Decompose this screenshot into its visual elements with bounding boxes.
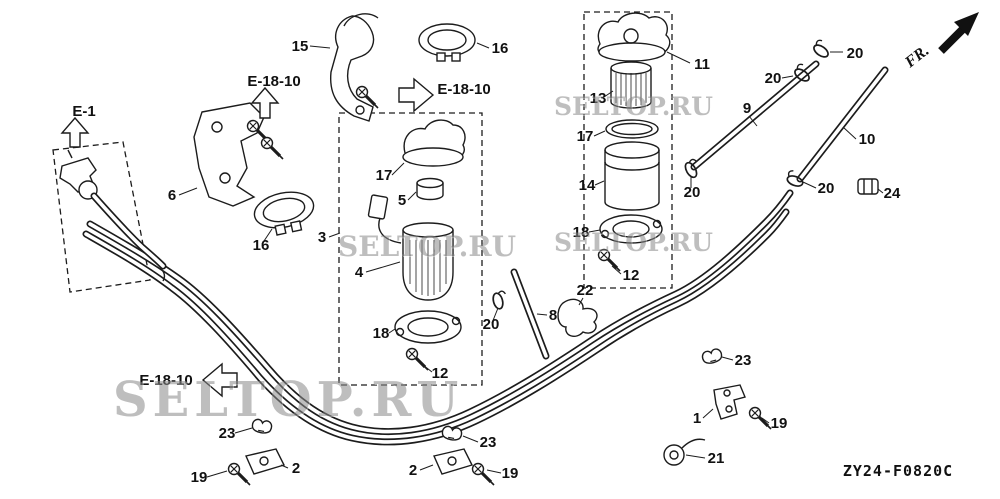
screw-19-a xyxy=(747,405,773,431)
part-gasket-18-a xyxy=(394,310,462,344)
screw-19-c xyxy=(470,461,496,487)
leader-lines xyxy=(178,42,884,478)
fuel-hose-10 xyxy=(796,66,889,183)
callout-10: 10 xyxy=(859,131,876,148)
part-bracket-15 xyxy=(329,13,379,122)
callout-11: 11 xyxy=(694,56,710,73)
part-bracket-2-b xyxy=(433,448,473,475)
callout-18-b: 18 xyxy=(573,224,590,241)
clip-23-b xyxy=(250,417,274,436)
callout-22: 22 xyxy=(577,282,594,299)
callout-23-a: 23 xyxy=(735,352,752,369)
arrow-left-e18-icon xyxy=(201,362,238,398)
callout-14: 14 xyxy=(579,177,596,194)
arrow-right-e18-icon xyxy=(398,77,435,113)
callout-23-c: 23 xyxy=(480,434,497,451)
callout-19-c: 19 xyxy=(502,465,519,482)
part-clip-24 xyxy=(857,178,879,195)
fuel-hose-9 xyxy=(690,60,820,171)
callout-8: 8 xyxy=(549,307,557,324)
callout-1: 1 xyxy=(693,410,701,427)
part-gasket-18-b xyxy=(599,214,663,244)
callout-20-e: 20 xyxy=(483,316,500,333)
part-bracket-2-a xyxy=(245,448,285,475)
callout-23-b: 23 xyxy=(219,425,236,442)
ref-label-e1: E-1 xyxy=(72,103,95,120)
part-clamp-16-b xyxy=(253,191,315,236)
callout-13: 13 xyxy=(590,90,607,107)
part-clamp-16-top xyxy=(418,23,476,62)
callout-3: 3 xyxy=(318,229,326,246)
callout-5: 5 xyxy=(398,192,406,209)
callout-19-a: 19 xyxy=(771,415,788,432)
part-fuel-joint-e1 xyxy=(59,149,167,282)
callout-20-a: 20 xyxy=(847,45,864,62)
callout-4: 4 xyxy=(355,264,364,281)
callout-16-b: 16 xyxy=(253,237,270,254)
callout-9: 9 xyxy=(743,100,751,117)
callout-19-b: 19 xyxy=(191,469,208,486)
fuel-hose-8 xyxy=(510,268,550,360)
part-bracket-1 xyxy=(713,384,746,420)
callout-18-a: 18 xyxy=(373,325,390,342)
arrow-up-e1-icon xyxy=(60,116,90,148)
part-oring-17-b xyxy=(605,119,659,139)
drawing-code: ZY24-F0820C xyxy=(843,462,953,480)
callout-17-a: 17 xyxy=(376,167,393,184)
callout-6: 6 xyxy=(168,187,176,204)
screw-19-b xyxy=(226,461,252,487)
part-clip-22 xyxy=(557,298,598,337)
callout-2-b: 2 xyxy=(409,462,417,479)
arrow-up-e18-icon xyxy=(250,86,280,119)
fuel-line-pair xyxy=(82,189,794,446)
part-pump-4 xyxy=(367,194,454,301)
callout-20-b: 20 xyxy=(765,70,782,87)
fr-direction-arrow: FR. xyxy=(901,12,979,72)
screw-12-b xyxy=(596,247,622,273)
callout-12-a: 12 xyxy=(432,365,449,382)
dashed-box-e1 xyxy=(52,141,151,293)
part-cap-11 xyxy=(597,12,671,62)
part-grommet-21 xyxy=(663,438,706,466)
part-filter-13 xyxy=(610,61,652,109)
callout-16-top: 16 xyxy=(492,40,509,57)
fr-label: FR. xyxy=(901,42,932,72)
ref-label-e18-mid: E-18-10 xyxy=(437,81,490,98)
callout-15: 15 xyxy=(292,38,309,55)
dashed-box-fuel-pump xyxy=(338,112,483,386)
clip-20-e xyxy=(490,289,510,311)
dashed-box-fuel-strainer xyxy=(583,11,673,289)
part-ring-5 xyxy=(416,177,444,201)
callout-17-b: 17 xyxy=(577,128,594,145)
clip-23-a xyxy=(700,347,724,366)
callout-12-b: 12 xyxy=(623,267,640,284)
clip-20-a xyxy=(810,37,834,61)
callout-20-c: 20 xyxy=(684,184,701,201)
callout-2-a: 2 xyxy=(292,460,300,477)
ref-label-e18-bottom: E-18-10 xyxy=(139,372,192,389)
callout-21: 21 xyxy=(708,450,725,467)
part-cap-17-a xyxy=(402,119,466,167)
part-cup-14 xyxy=(604,141,660,211)
ref-label-e18-top: E-18-10 xyxy=(247,73,300,90)
callout-24: 24 xyxy=(884,185,901,202)
callout-20-d: 20 xyxy=(818,180,835,197)
